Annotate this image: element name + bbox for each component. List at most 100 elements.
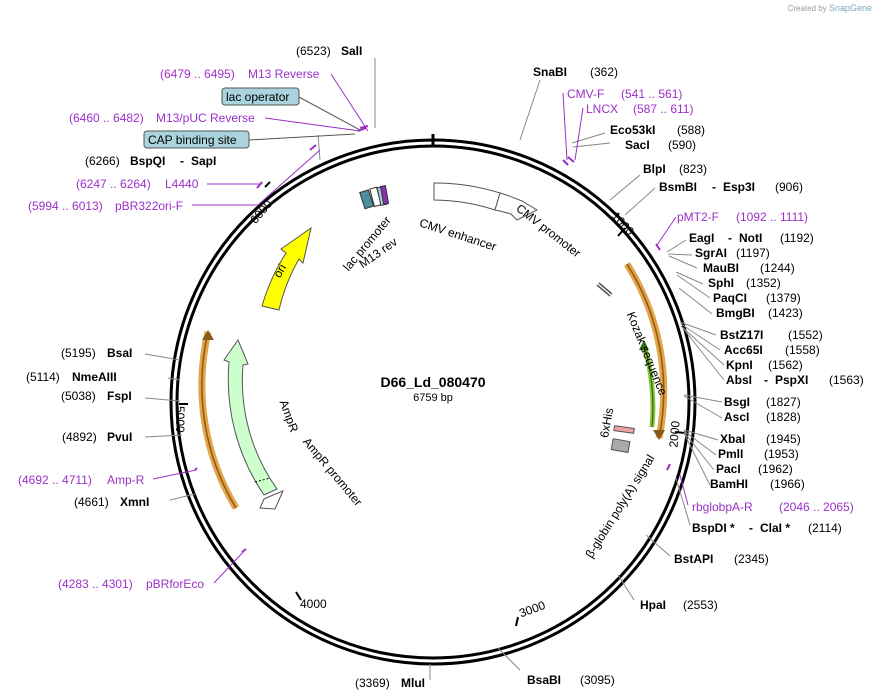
enzyme-name-alt: ClaI * xyxy=(760,521,790,535)
enzyme-pos: (6266) xyxy=(85,154,120,168)
cap-site-block[interactable] xyxy=(359,189,375,210)
enzyme-name: PvuI xyxy=(107,430,132,444)
primer-name: M13/pUC Reverse xyxy=(156,111,255,125)
enzyme-name: SnaBI xyxy=(533,65,567,79)
svg-text:-: - xyxy=(712,180,716,194)
enzyme-name: BmgBI xyxy=(716,306,755,320)
enzyme-pos: (1966) xyxy=(770,477,805,491)
enzyme-name: PaqCI xyxy=(713,291,747,305)
primer-name: rbglobpA-R xyxy=(692,500,753,514)
enzyme-name: SphI xyxy=(708,276,734,290)
cmv-enhancer-arrow[interactable] xyxy=(433,182,501,211)
enzyme-name: BamHI xyxy=(710,477,748,491)
svg-text:-: - xyxy=(764,373,768,387)
primer-name: pMT2-F xyxy=(677,210,719,224)
tick-mark-1000 xyxy=(617,227,626,237)
primer-range: (5994 .. 6013) xyxy=(28,199,103,213)
m13-rev-block[interactable] xyxy=(379,185,390,205)
cap-binding-label: CAP binding site xyxy=(148,133,237,147)
svg-text:-: - xyxy=(749,521,753,535)
features xyxy=(198,182,668,510)
enzyme-leaders xyxy=(144,58,725,680)
primer-range: (4283 .. 4301) xyxy=(58,577,133,591)
enzyme-pos: (588) xyxy=(677,123,705,137)
credit-prefix: Created by xyxy=(787,4,827,13)
enzyme-pos: (1563) xyxy=(829,373,864,387)
lac-operator-label: lac operator xyxy=(226,90,289,104)
enzyme-pos: (4661) xyxy=(74,495,109,509)
ampr-arrow[interactable] xyxy=(223,338,278,496)
primer-range: (541 .. 561) xyxy=(621,87,682,101)
enzyme-name: MluI xyxy=(401,676,425,690)
enzyme-pos: (2345) xyxy=(734,552,769,566)
enzyme-pos: (1945) xyxy=(766,432,801,446)
primer-name: CMV-F xyxy=(567,87,604,101)
enzyme-pos: (5114) xyxy=(26,370,60,384)
tick-label-4000: 4000 xyxy=(300,597,327,611)
label-ori: ori xyxy=(270,262,289,281)
enzyme-pos: (1827) xyxy=(766,395,801,409)
ori-arrow[interactable] xyxy=(261,226,312,311)
primer-name: L4440 xyxy=(165,177,199,191)
enzyme-pos: (5038) xyxy=(61,389,96,403)
enzyme-pos: (823) xyxy=(679,162,707,176)
svg-text:-: - xyxy=(180,154,184,168)
enzyme-name: BstAPI xyxy=(674,552,713,566)
primer-name: LNCX xyxy=(586,102,618,116)
enzyme-name: HpaI xyxy=(640,598,666,612)
enzyme-name: AbsI xyxy=(726,373,752,387)
enzyme-name: BsaI xyxy=(107,346,132,360)
polya-box[interactable] xyxy=(610,438,631,454)
enzyme-labels: (6523) SalI SnaBI (362) Eco53kI (588) Sa… xyxy=(26,44,864,690)
enzyme-name: PmlI xyxy=(718,447,743,461)
enzyme-pos: (1552) xyxy=(788,328,823,342)
enzyme-name: Eco53kI xyxy=(610,123,655,137)
orf-arrowhead xyxy=(653,430,665,440)
primer-marks xyxy=(194,125,671,553)
enzyme-pos: (1962) xyxy=(758,462,793,476)
label-cmv-enhancer: CMV enhancer xyxy=(418,216,498,254)
primer-range: (1092 .. 1111) xyxy=(736,210,808,224)
primer-range: (6460 .. 6482) xyxy=(69,111,144,125)
enzyme-name: EagI xyxy=(689,231,714,245)
enzyme-name: KpnI xyxy=(726,358,753,372)
enzyme-pos: (2553) xyxy=(683,598,718,612)
primer-name: M13 Reverse xyxy=(248,67,320,81)
primer-range: (2046 .. 2065) xyxy=(779,500,854,514)
tick-label-6000: 6000 xyxy=(247,197,275,227)
primer-range: (6247 .. 6264) xyxy=(76,177,151,191)
label-cmv-promoter: CMV promoter xyxy=(513,201,583,260)
enzyme-pos: (1423) xyxy=(768,306,803,320)
plasmid-name: D66_Ld_080470 xyxy=(380,374,485,390)
enzyme-pos: (6523) xyxy=(296,44,331,58)
enzyme-pos: (1558) xyxy=(785,343,820,357)
enzyme-name: BspQI xyxy=(130,154,165,168)
primer-labels: (6479 .. 6495) M13 Reverse (6460 .. 6482… xyxy=(18,67,854,591)
lac-operator-box[interactable] xyxy=(221,87,300,106)
enzyme-name: PacI xyxy=(716,462,741,476)
enzyme-name: BsmBI xyxy=(659,180,697,194)
enzyme-name-alt: SapI xyxy=(191,154,216,168)
enzyme-name: SalI xyxy=(341,44,362,58)
label-ampr: AmpR xyxy=(277,398,302,434)
enzyme-pos: (3095) xyxy=(580,673,615,687)
cmv-promoter-arrow[interactable] xyxy=(494,192,539,221)
tick-label-2000: 2000 xyxy=(666,420,682,448)
ampr-promoter-arrow[interactable] xyxy=(259,490,284,510)
enzyme-name-alt: Esp3I xyxy=(723,180,755,194)
his-tag[interactable] xyxy=(613,425,635,434)
enzyme-name: BsaBI xyxy=(527,673,561,687)
enzyme-pos: (1192) xyxy=(780,231,814,245)
enzyme-pos: (362) xyxy=(590,65,618,79)
label-ampr-promoter: AmpR promoter xyxy=(300,435,365,509)
enzyme-pos: (2114) xyxy=(808,521,842,535)
tick-label-5000: 5000 xyxy=(173,406,187,433)
primer-range: (4692 .. 4711) xyxy=(18,473,92,487)
enzyme-pos: (1352) xyxy=(746,276,781,290)
primer-name: pBRforEco xyxy=(146,577,204,591)
enzyme-pos: (1379) xyxy=(766,291,801,305)
enzyme-pos: (1953) xyxy=(764,447,799,461)
enzyme-name: SgrAI xyxy=(695,246,727,260)
primer-range: (6479 .. 6495) xyxy=(160,67,235,81)
